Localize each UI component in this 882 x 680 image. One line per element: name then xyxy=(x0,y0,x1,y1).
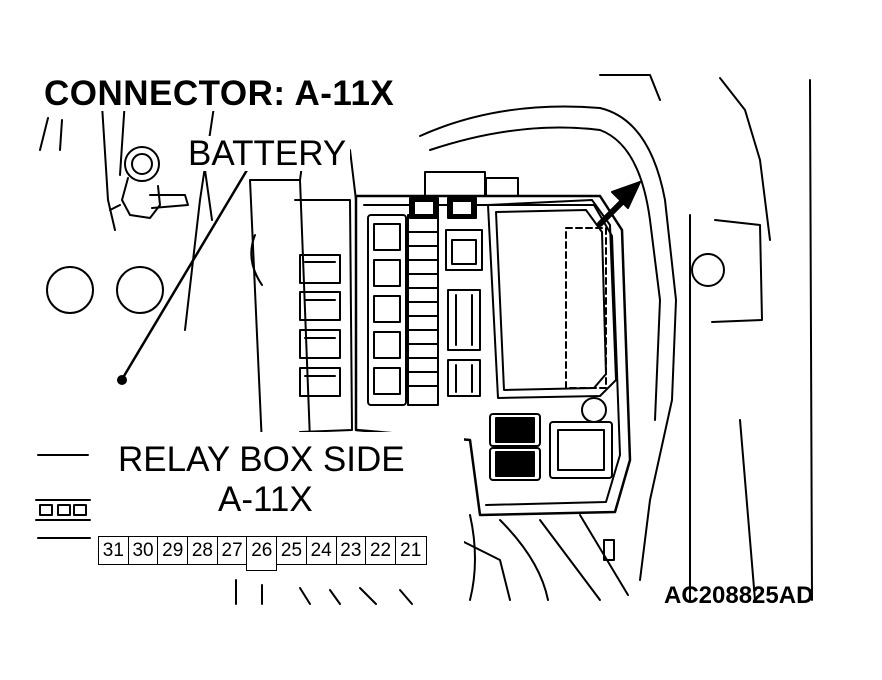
pin-cell-keyed: 26 xyxy=(246,537,278,571)
pin-cell: 30 xyxy=(129,537,159,564)
figure-code: AC208825AD xyxy=(664,582,814,609)
body-panel-right xyxy=(419,74,813,601)
body-hole-3 xyxy=(691,253,725,287)
callout-arrow xyxy=(597,181,641,227)
connector-title: CONNECTOR: A-11X xyxy=(40,76,399,111)
pin-cell: 23 xyxy=(337,537,367,564)
pin-cell: 25 xyxy=(277,537,307,564)
wiring-harness-bottom xyxy=(235,514,629,605)
pin-cell: 21 xyxy=(400,539,422,561)
pin-cell: 29 xyxy=(158,537,189,564)
battery-leader xyxy=(117,163,252,385)
body-panel-left xyxy=(35,99,216,539)
pin-cell: 24 xyxy=(307,537,337,564)
mini-fuse-group xyxy=(445,229,483,397)
pin-cell: 22 xyxy=(366,537,396,564)
battery-terminal xyxy=(109,146,189,219)
relay-box-connector-code: A-11X xyxy=(218,480,313,519)
fuse-column xyxy=(367,197,477,406)
connector-pin-layout: 31 30 29 28 27 26 25 24 23 22 21 xyxy=(98,536,427,571)
connector-a11x-location xyxy=(565,227,607,389)
battery-label: BATTERY xyxy=(184,136,351,171)
relays-bottom xyxy=(489,413,615,561)
wiring-harness-left xyxy=(249,149,357,446)
pin-cell: 31 xyxy=(99,537,129,564)
relay-box-side-label: RELAY BOX SIDE xyxy=(118,440,405,479)
body-hole-2 xyxy=(116,266,164,314)
body-hole-1 xyxy=(46,266,94,314)
pin-cell: 27 xyxy=(218,537,248,564)
relay-cover xyxy=(487,199,617,423)
pin-cell: 28 xyxy=(188,537,218,564)
